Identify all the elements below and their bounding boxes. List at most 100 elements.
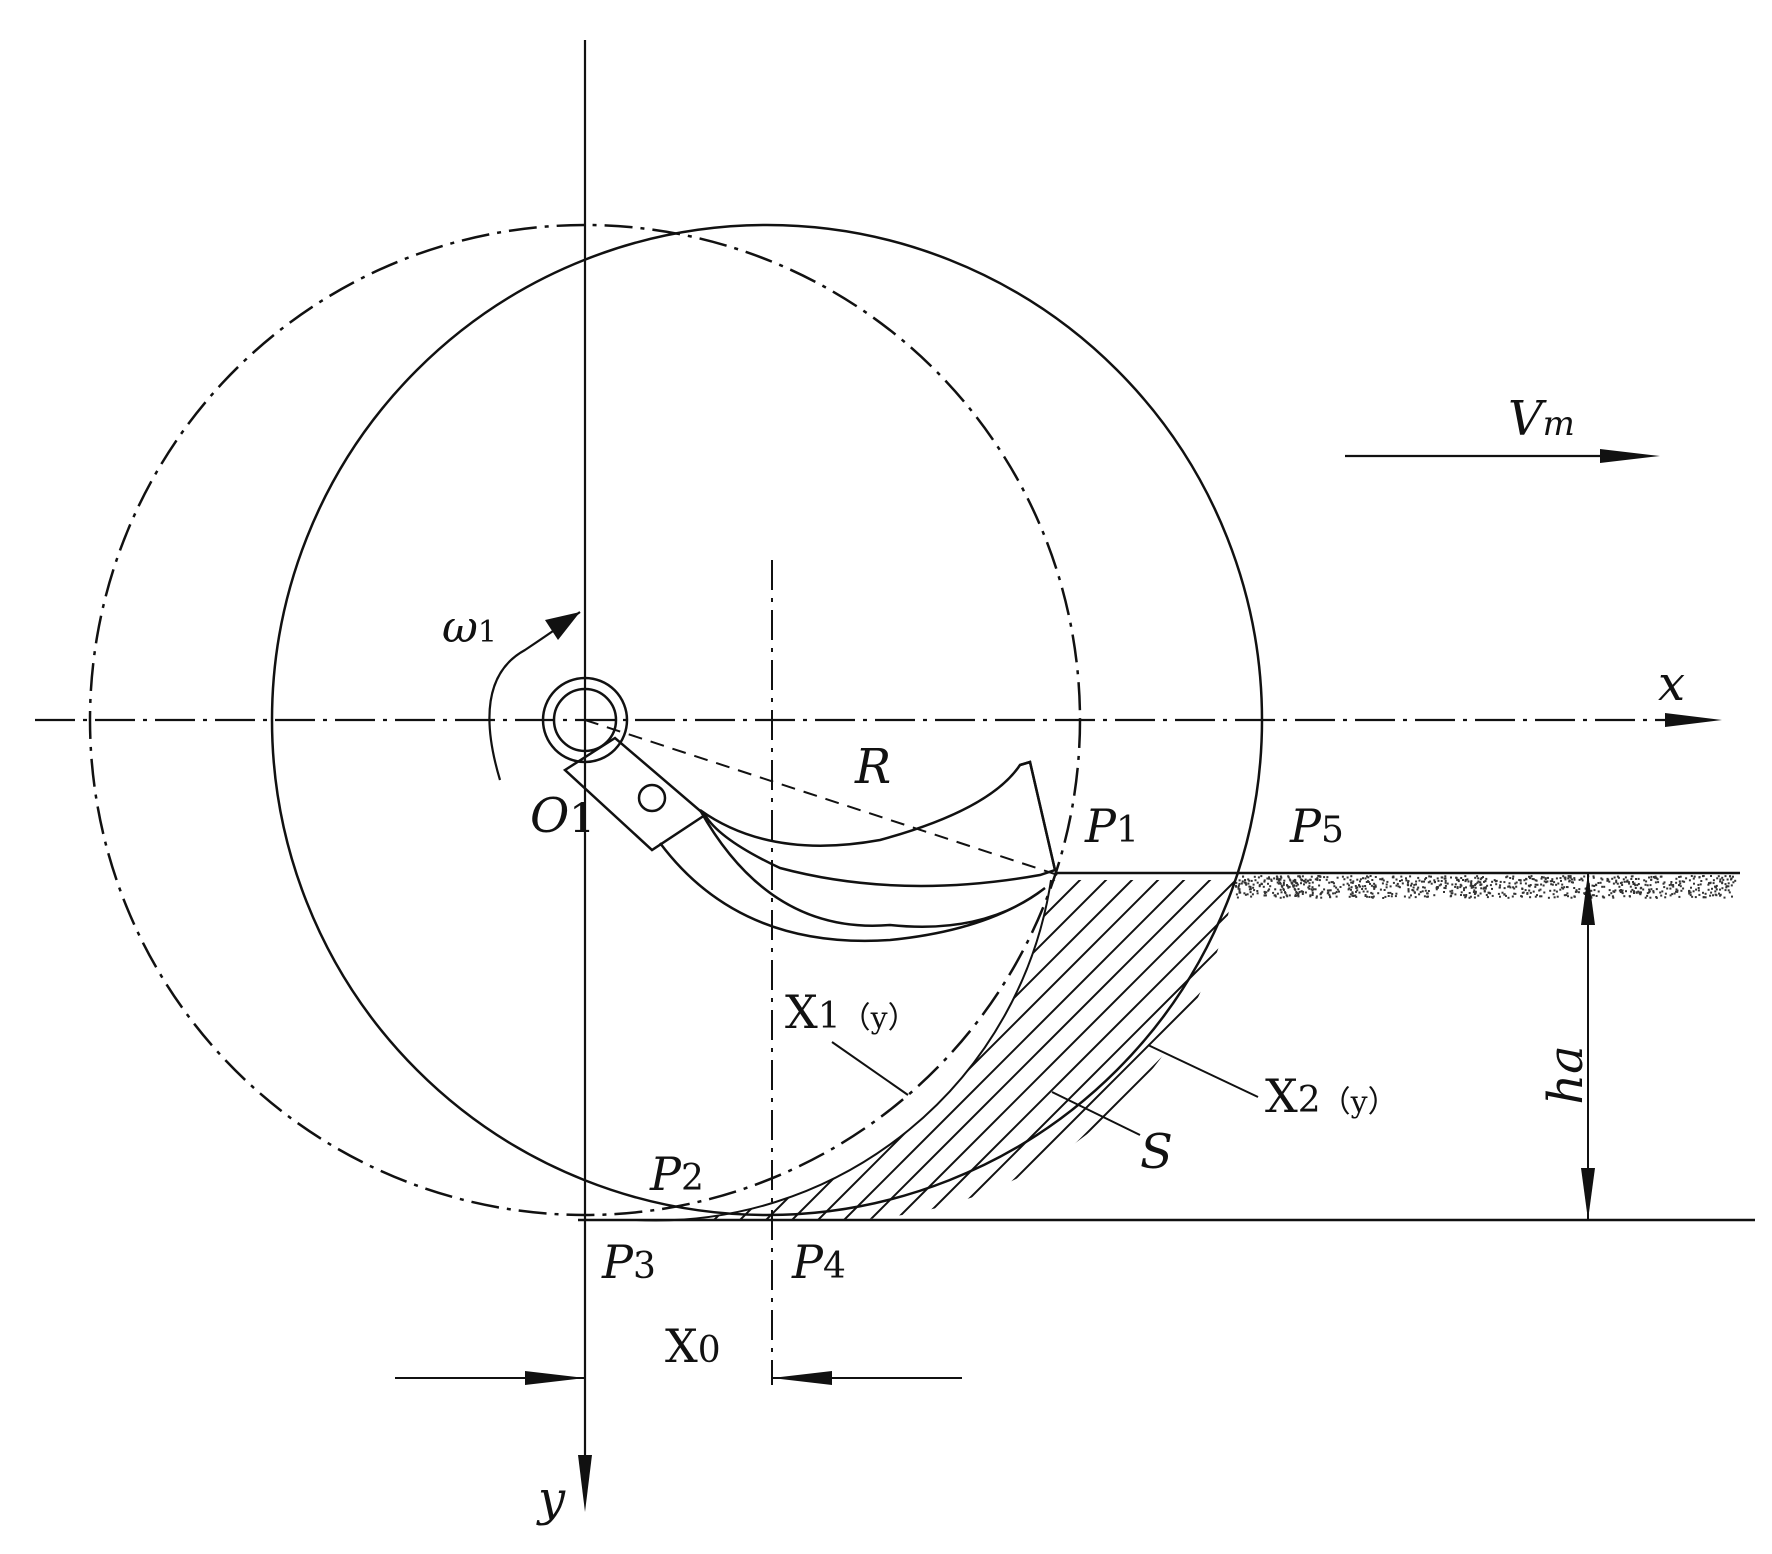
p5-label-sub: 5 xyxy=(1321,810,1344,851)
p4-label: P4 xyxy=(791,1235,846,1289)
soil-speck xyxy=(1652,890,1655,893)
soil-speck xyxy=(1295,884,1298,887)
soil-speck xyxy=(1451,892,1454,895)
soil-speck xyxy=(1254,879,1257,882)
soil-speck xyxy=(1369,875,1372,877)
hatch-line xyxy=(636,880,803,1221)
omega-label-main: ω xyxy=(442,602,478,653)
hatch-line xyxy=(1240,820,1660,1240)
soil-speck xyxy=(1470,883,1473,885)
soil-speck xyxy=(1260,875,1263,878)
soil-speck xyxy=(1238,879,1241,882)
soil-speck xyxy=(1682,887,1685,890)
hatch-line xyxy=(636,880,699,1221)
soil-speck xyxy=(1678,884,1680,887)
soil-speck xyxy=(1361,888,1364,890)
soil-speck xyxy=(1547,876,1549,879)
hatch-line xyxy=(979,880,1235,1221)
soil-speck xyxy=(1263,879,1266,882)
soil-speck xyxy=(1562,875,1565,878)
soil-speck xyxy=(1354,885,1357,887)
soil-speck xyxy=(1561,883,1564,886)
soil-speck xyxy=(1463,887,1466,890)
soil-speck xyxy=(1464,895,1467,898)
soil-speck xyxy=(1669,894,1672,897)
soil-speck xyxy=(1243,892,1246,895)
soil-speck xyxy=(1518,879,1521,881)
soil-speck xyxy=(1727,885,1730,888)
soil-speck xyxy=(1632,881,1634,883)
soil-speck xyxy=(1503,881,1506,884)
soil-speck xyxy=(1710,891,1713,894)
soil-speck xyxy=(1681,880,1684,883)
soil-speck xyxy=(1335,891,1338,893)
hub-inner-circle xyxy=(552,687,618,753)
soil-speck xyxy=(1583,892,1586,895)
soil-speck xyxy=(1256,892,1259,895)
soil-speck xyxy=(1270,879,1273,882)
soil-speck xyxy=(1348,895,1351,898)
soil-speck xyxy=(1501,891,1504,894)
soil-speck xyxy=(1664,896,1667,899)
soil-speck xyxy=(1422,886,1425,889)
x0-label: X0 xyxy=(665,1319,721,1373)
soil-speck xyxy=(1421,890,1424,893)
soil-speck xyxy=(1621,884,1624,886)
soil-speck xyxy=(1317,875,1320,877)
soil-speck xyxy=(1243,881,1246,884)
soil-speck xyxy=(1633,892,1635,894)
soil-speck xyxy=(1333,882,1335,885)
soil-speck xyxy=(1578,878,1581,881)
soil-speck xyxy=(1280,876,1283,879)
soil-speck xyxy=(1509,877,1512,879)
soil-speck xyxy=(1282,883,1285,886)
soil-speck xyxy=(1546,880,1549,883)
soil-speck xyxy=(1258,884,1261,887)
soil-speck xyxy=(1470,885,1473,887)
soil-speck xyxy=(1424,878,1427,881)
soil-speck xyxy=(1625,890,1627,893)
soil-speck xyxy=(1566,886,1569,889)
soil-speck xyxy=(1572,881,1574,884)
soil-speck xyxy=(1473,889,1476,892)
radius-line xyxy=(584,719,1059,876)
soil-speck xyxy=(1676,890,1679,893)
soil-speck xyxy=(1364,895,1367,897)
soil-surface-texture xyxy=(1235,875,1737,899)
soil-speck xyxy=(1289,879,1292,882)
soil-speck xyxy=(1613,890,1616,893)
soil-speck xyxy=(1283,879,1286,882)
soil-speck xyxy=(1690,886,1692,889)
soil-speck xyxy=(1725,886,1728,889)
soil-speck xyxy=(1484,886,1487,889)
rotation-arrowhead xyxy=(545,612,580,640)
hub-outer-circle xyxy=(541,676,629,764)
hatch-line xyxy=(953,880,1235,1221)
soil-speck xyxy=(1593,885,1596,887)
soil-speck xyxy=(1528,875,1530,878)
soil-speck xyxy=(1326,889,1329,892)
soil-speck xyxy=(1279,896,1282,899)
soil-speck xyxy=(1474,890,1477,893)
soil-speck xyxy=(1381,882,1384,885)
soil-speck xyxy=(1466,878,1469,881)
soil-speck xyxy=(1343,878,1346,881)
soil-speck xyxy=(1323,888,1326,891)
soil-speck xyxy=(1486,896,1489,899)
soil-speck xyxy=(1389,885,1392,888)
soil-speck xyxy=(1669,887,1672,890)
soil-speck xyxy=(1719,880,1722,883)
soil-speck xyxy=(1319,875,1322,878)
soil-speck xyxy=(1268,888,1271,891)
soil-speck xyxy=(1725,885,1728,888)
soil-speck xyxy=(1662,882,1665,885)
soil-speck xyxy=(1534,883,1537,886)
soil-speck xyxy=(1629,885,1632,888)
soil-speck xyxy=(1688,879,1691,882)
x0-arrow-left xyxy=(525,1371,585,1385)
soil-speck xyxy=(1370,891,1373,894)
soil-speck xyxy=(1600,877,1603,880)
soil-speck xyxy=(1711,887,1713,890)
soil-speck xyxy=(1408,896,1411,899)
soil-speck xyxy=(1688,890,1691,893)
